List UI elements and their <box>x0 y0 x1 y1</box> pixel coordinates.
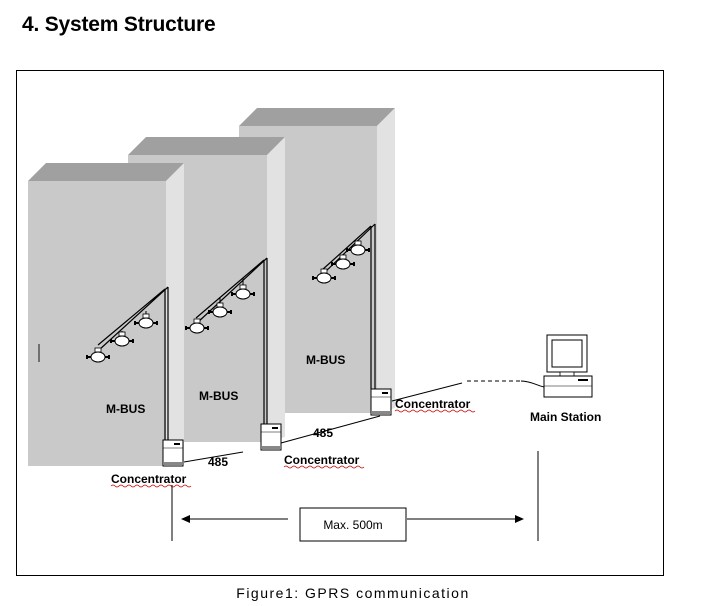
distance-label: Max. 500m <box>323 518 382 532</box>
spellcheck-underline <box>394 409 476 413</box>
distance-marker <box>171 451 539 542</box>
mbus-label-1: M-BUS <box>106 402 145 416</box>
section-heading: 4. System Structure <box>22 13 216 36</box>
concentrator-icon <box>162 439 184 467</box>
figure-caption: Figure1: GPRS communication <box>236 585 470 601</box>
building-1 <box>28 163 184 466</box>
spellcheck-underline <box>283 465 365 469</box>
link-485-label-1: 485 <box>208 455 228 469</box>
computer-icon <box>520 334 593 398</box>
link-485-2 <box>280 415 381 444</box>
link-485-label-2: 485 <box>313 426 333 440</box>
mbus-label-2: M-BUS <box>199 389 238 403</box>
main-station-label: Main Station <box>530 410 601 424</box>
diagram-frame <box>16 70 664 576</box>
concentrator-icon <box>370 388 392 416</box>
concentrator-icon <box>260 423 282 451</box>
spellcheck-underline <box>110 484 192 488</box>
concentrator-label-2: Concentrator <box>284 453 360 467</box>
gprs-link <box>391 382 463 402</box>
concentrator-label-3: Concentrator <box>395 397 471 411</box>
mbus-label-3: M-BUS <box>306 353 345 367</box>
concentrator-label-1: Concentrator <box>111 472 187 486</box>
link-485-1 <box>183 451 244 463</box>
